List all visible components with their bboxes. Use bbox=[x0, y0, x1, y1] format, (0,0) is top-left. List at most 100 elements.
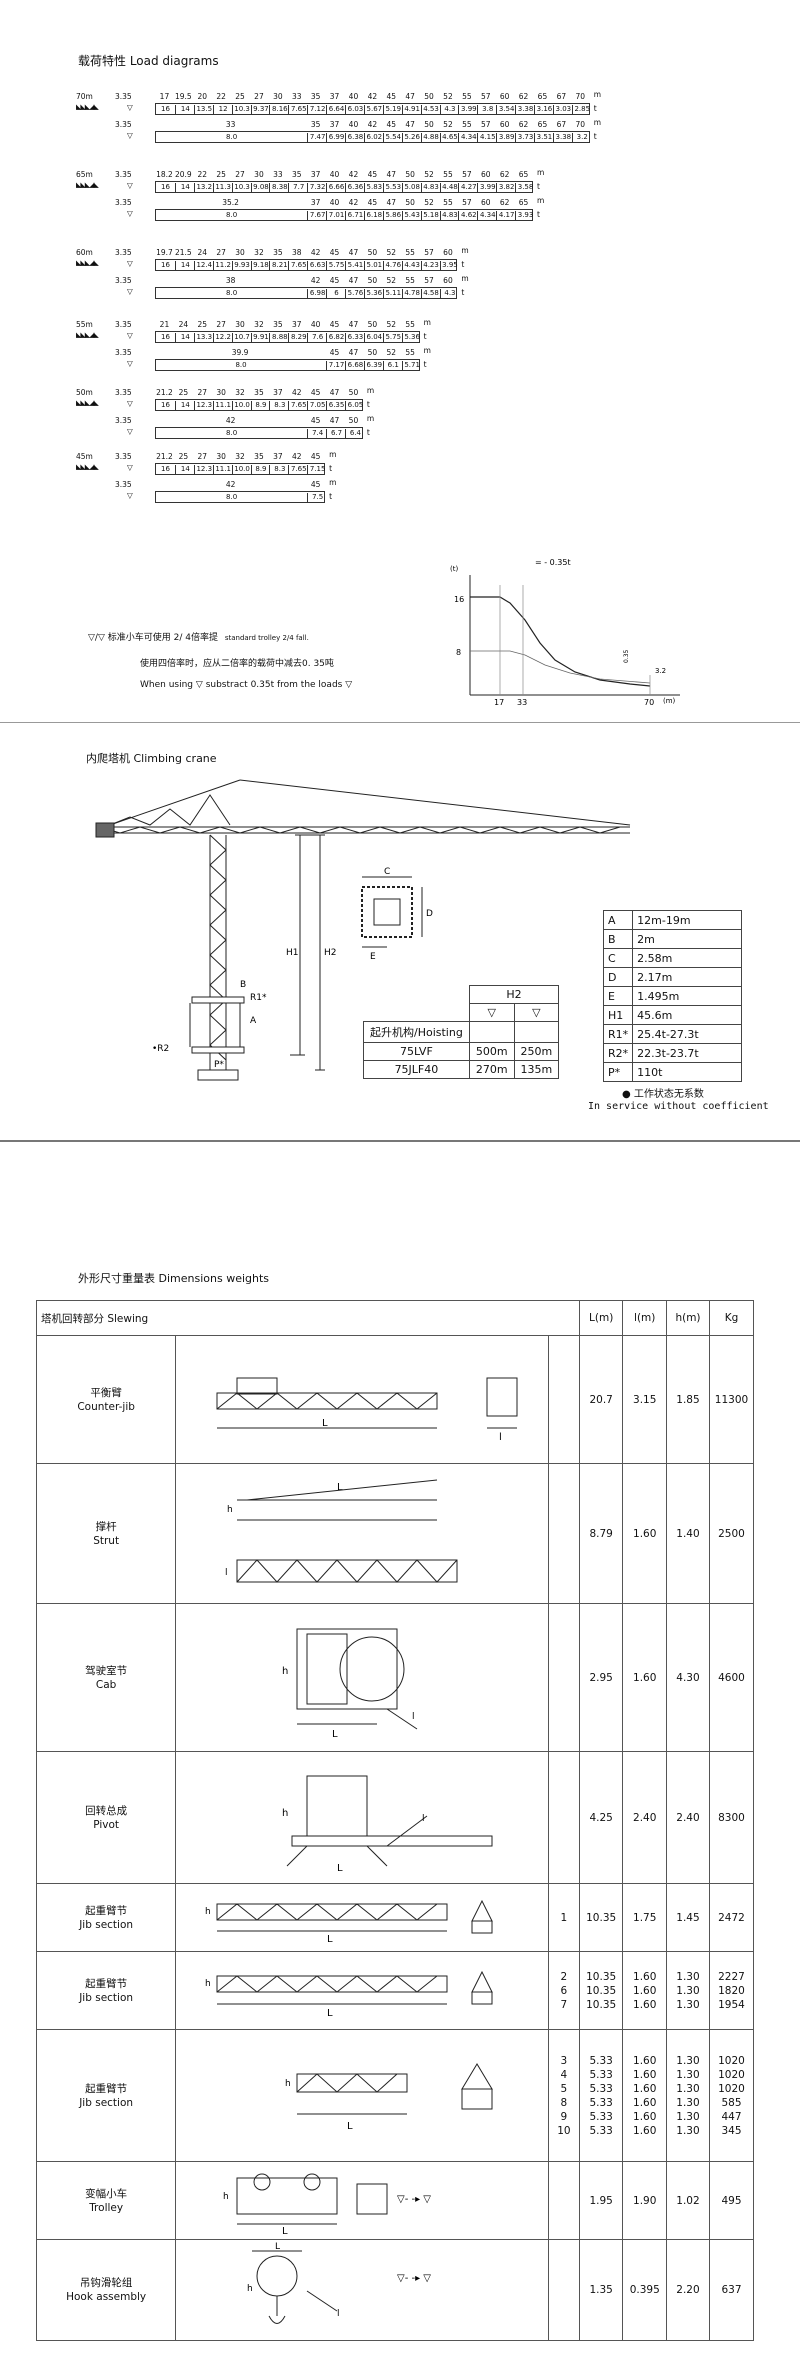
radius-value: 55 bbox=[443, 198, 453, 207]
radius-335: 3.35 bbox=[115, 480, 132, 489]
radius-value: 25 bbox=[197, 320, 208, 329]
load-value: 7.65 bbox=[288, 261, 308, 271]
dims-value: 345 bbox=[721, 2124, 742, 2137]
radius-value: 42 bbox=[367, 120, 378, 129]
radius-value: 42 bbox=[225, 480, 236, 489]
dims-value: 2.40 bbox=[676, 1811, 700, 1824]
component-name-cn: 起重臂节 bbox=[85, 1977, 128, 1990]
dims-h: 1.85 bbox=[666, 1335, 710, 1464]
load-value: 7.47 bbox=[307, 133, 327, 143]
radius-value: 57 bbox=[462, 170, 472, 179]
load-value: 4.27 bbox=[458, 183, 478, 193]
load-value: 7.17 bbox=[326, 361, 346, 371]
radius-value: 60 bbox=[480, 170, 491, 179]
boom-length-label: 45m bbox=[76, 452, 93, 461]
section-id: 4 bbox=[560, 2068, 568, 2081]
radius-value: 45 bbox=[310, 388, 321, 397]
section-id: 2 bbox=[560, 1970, 568, 1983]
dims-value: 4.25 bbox=[589, 1811, 613, 1824]
graph-m-unit: (m) bbox=[663, 697, 676, 705]
dims-L: 20.7 bbox=[578, 1335, 624, 1464]
load-value: 13.5 bbox=[193, 105, 214, 115]
graph-y16: 16 bbox=[454, 595, 464, 604]
radius-value: 42 bbox=[348, 170, 359, 179]
load-value: 8.9 bbox=[250, 401, 271, 411]
load-value: 4.53 bbox=[420, 105, 441, 115]
component-name-cn: 起重臂节 bbox=[85, 1904, 128, 1917]
load-value: 5.71 bbox=[401, 361, 422, 371]
load-value: 5.11 bbox=[382, 289, 403, 299]
radius-value: 50 bbox=[424, 92, 434, 101]
hoist-head: 起升机构/Hoisting bbox=[363, 1021, 470, 1043]
dims-value: 10.35 bbox=[586, 1998, 617, 2011]
dims-l: 2.40 bbox=[622, 1751, 667, 1884]
radius-value: 38 bbox=[291, 248, 302, 257]
dims-h: 1.45 bbox=[666, 1883, 710, 1952]
radius-value: 27 bbox=[235, 170, 245, 179]
dims-value: 5.33 bbox=[589, 2096, 613, 2109]
dims-value: 2.20 bbox=[676, 2284, 700, 2296]
load-value: 8.88 bbox=[269, 333, 289, 343]
dims-L: 8.79 bbox=[578, 1463, 624, 1604]
radius-335: 3.35 bbox=[115, 170, 132, 179]
load-value: 7.65 bbox=[288, 105, 308, 115]
load-value: 7.65 bbox=[288, 401, 308, 411]
load-value: 6.38 bbox=[345, 133, 365, 143]
radius-value: 33 bbox=[225, 120, 236, 129]
dims-kg: 11300 bbox=[708, 1335, 755, 1464]
load-value: 5.41 bbox=[345, 261, 365, 271]
curve-2fall bbox=[470, 596, 651, 687]
load-value: 6.35 bbox=[326, 401, 346, 411]
load-value: 12.3 bbox=[193, 401, 214, 411]
load-value: 5.26 bbox=[401, 133, 422, 143]
load-note-3: When using ▽ substract 0.35t from the lo… bbox=[140, 680, 353, 690]
hook-2fall-icon: ▽ bbox=[127, 259, 133, 268]
load-value: 3.95 bbox=[439, 261, 460, 271]
dims-value: 5.33 bbox=[589, 2082, 613, 2095]
component-name-en: Strut bbox=[93, 1534, 120, 1547]
dims-h: 4.30 bbox=[666, 1603, 710, 1752]
dims-l: 0.395 bbox=[622, 2239, 667, 2341]
load-value: 12.4 bbox=[193, 261, 214, 271]
radius-value: 55 bbox=[462, 120, 472, 129]
load-value: 5.67 bbox=[363, 105, 384, 115]
dims-value: 1.85 bbox=[676, 1393, 700, 1406]
radius-value: 35 bbox=[273, 248, 283, 257]
unit-m: m bbox=[423, 318, 431, 327]
radius-value: 35 bbox=[291, 170, 302, 179]
load-value: 5.18 bbox=[420, 211, 441, 221]
load-value: 9.93 bbox=[231, 261, 252, 271]
radius-value: 65 bbox=[518, 198, 529, 207]
dims-kg: 8300 bbox=[708, 1751, 755, 1884]
load-reduction-graph: = - 0.35t (t) 16 8 17 33 70 (m) 3.2 0.35 bbox=[450, 558, 680, 707]
radius-value: 37 bbox=[291, 320, 302, 329]
hook-2fall-icon: ▽ bbox=[127, 331, 133, 340]
radius-value: 30 bbox=[216, 388, 226, 397]
load-value: 8.3 bbox=[269, 465, 289, 475]
load-value: 10.0 bbox=[231, 465, 252, 475]
radius-value: 35 bbox=[254, 388, 264, 397]
load-value: 5.76 bbox=[345, 289, 365, 299]
radius-value: 52 bbox=[386, 320, 397, 329]
radius-value: 47 bbox=[348, 348, 359, 357]
dims-L: 2.95 bbox=[578, 1603, 624, 1752]
section-id: 10 bbox=[557, 2124, 571, 2137]
svg-text:L: L bbox=[332, 1729, 338, 1740]
radius-value: 27 bbox=[197, 452, 208, 461]
dims-l: 1.75 bbox=[622, 1883, 667, 1952]
radius-value: 65 bbox=[537, 120, 548, 129]
component-name-en: Jib section bbox=[79, 2096, 134, 2109]
load-value: 6.33 bbox=[345, 333, 365, 343]
radius-value: 52 bbox=[443, 120, 453, 129]
